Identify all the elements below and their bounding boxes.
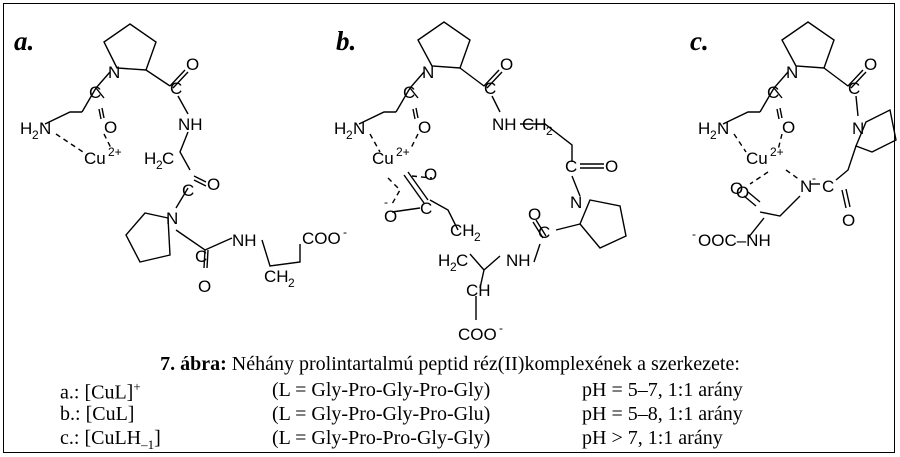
svg-text:2: 2 [450, 260, 457, 274]
svg-text:H: H [698, 119, 710, 138]
svg-text:COO: COO [302, 229, 341, 248]
svg-text:O: O [528, 205, 541, 224]
panel-b-label: b. [336, 26, 356, 56]
svg-text:H: H [438, 251, 450, 270]
svg-text:C: C [182, 181, 194, 200]
svg-text:-: - [499, 321, 503, 335]
svg-text:2: 2 [474, 230, 481, 244]
svg-text:2+: 2+ [108, 145, 122, 159]
panel-c-label: c. [690, 26, 709, 56]
svg-text:2: 2 [288, 276, 295, 290]
svg-text:N: N [800, 177, 812, 196]
copper-ion: Cu [746, 149, 768, 168]
caption-title: 7. ábra: Néhány prolintartalmú peptid ré… [0, 353, 900, 376]
svg-text:-: - [343, 225, 347, 239]
svg-text:C: C [195, 247, 207, 266]
svg-text:N: N [786, 63, 798, 82]
svg-text:2: 2 [346, 128, 353, 142]
svg-text:2: 2 [710, 128, 717, 142]
svg-text:O: O [736, 183, 749, 202]
svg-text:NH: NH [506, 251, 531, 270]
svg-text:CH: CH [522, 115, 547, 134]
figure-number: 7. ábra: [160, 353, 227, 375]
svg-text:H: H [334, 119, 346, 138]
svg-text:C: C [767, 83, 779, 102]
svg-text:C: C [420, 199, 432, 218]
structure-b: N O C C O H 2 N NH CH 2 Cu 2+ C O N O C … [334, 21, 627, 344]
caption-text: Néhány prolintartalmú peptid réz(II)komp… [226, 353, 740, 375]
svg-text:H: H [144, 149, 156, 168]
figure-border [3, 3, 895, 453]
panel-a-label: a. [14, 26, 34, 56]
svg-text:-: - [692, 227, 696, 241]
svg-text:N: N [353, 119, 365, 138]
svg-text:CH: CH [450, 221, 475, 240]
svg-text:-: - [384, 195, 388, 209]
structure-c: N O C C O H 2 N N Cu 2+ O N - C O O - OO… [692, 21, 897, 250]
atom-H2N: H [20, 119, 32, 138]
svg-text:O: O [605, 157, 618, 176]
svg-text:O: O [424, 165, 437, 184]
copper-ion: Cu [84, 149, 106, 168]
svg-text:C: C [484, 79, 496, 98]
svg-text:O: O [782, 118, 795, 137]
svg-text:O: O [842, 211, 855, 230]
svg-text:2: 2 [32, 128, 39, 142]
svg-text:O: O [198, 277, 211, 296]
svg-text:N: N [570, 193, 582, 212]
svg-text:O: O [418, 118, 431, 137]
svg-text:N: N [717, 119, 729, 138]
svg-text:-: - [812, 171, 816, 185]
svg-text:O: O [384, 207, 397, 226]
svg-text:N: N [852, 119, 864, 138]
svg-text:CH: CH [264, 267, 289, 286]
svg-text:O: O [207, 175, 220, 194]
svg-text:C: C [848, 79, 860, 98]
atom-C: C [170, 79, 182, 98]
svg-text:O: O [500, 55, 513, 74]
atom-N: N [108, 63, 120, 82]
svg-text:C: C [822, 177, 834, 196]
svg-text:O: O [864, 55, 877, 74]
atom-C: C [89, 83, 101, 102]
svg-text:2+: 2+ [396, 145, 410, 159]
atom-O: O [186, 55, 199, 74]
svg-text:NH: NH [232, 231, 257, 250]
svg-text:CH: CH [466, 281, 491, 300]
carboxylate-group: OOC–NH [698, 231, 771, 250]
svg-text:C: C [538, 223, 550, 242]
svg-text:C: C [162, 149, 174, 168]
svg-text:COO: COO [458, 325, 497, 344]
svg-text:2+: 2+ [770, 145, 784, 159]
figure-caption: 7. ábra: Néhány prolintartalmú peptid ré… [0, 353, 900, 452]
svg-text:C: C [403, 83, 415, 102]
nh-ch2-label: NH [492, 115, 517, 134]
atom-O: O [104, 118, 117, 137]
svg-text:C: C [565, 157, 577, 176]
svg-text:N: N [422, 63, 434, 82]
copper-ion: Cu [372, 149, 394, 168]
atom-NH: NH [178, 115, 203, 134]
svg-text:2: 2 [156, 158, 163, 172]
svg-text:N: N [166, 209, 178, 228]
structure-a: N O C C O NH H 2 N Cu 2+ H 2 C C O N C O… [20, 23, 347, 296]
svg-text:C: C [456, 251, 468, 270]
svg-text:2: 2 [546, 124, 553, 138]
svg-text:O: O [730, 179, 743, 198]
svg-text:N: N [39, 119, 51, 138]
